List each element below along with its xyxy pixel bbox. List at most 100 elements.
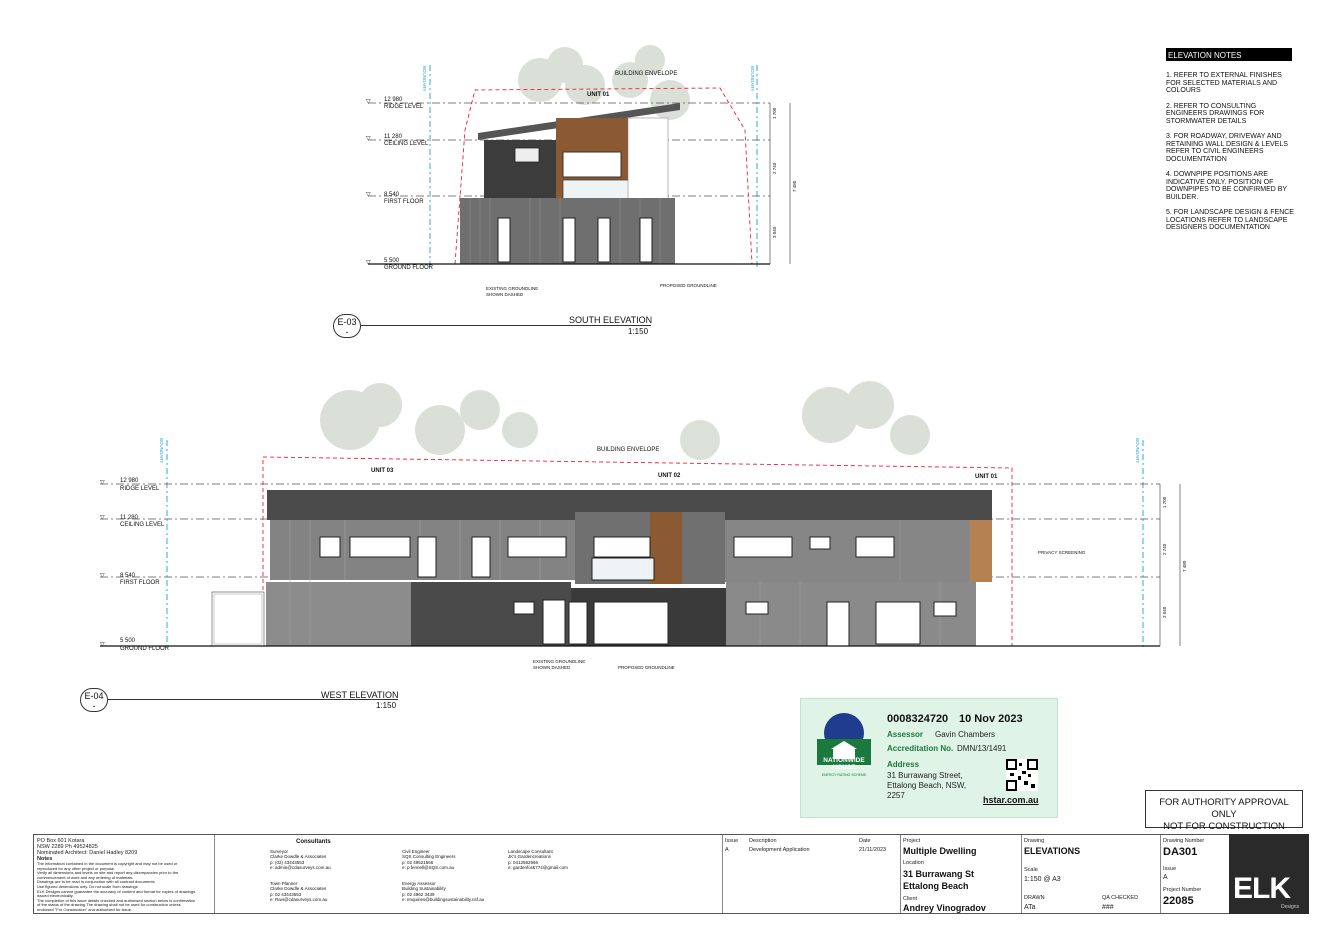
assessor-label: Assessor <box>887 730 924 739</box>
address-line: 2257 <box>887 791 905 800</box>
boundary-label: BOUNDARY <box>159 438 164 464</box>
consultant-role: Civil Engineer <box>402 849 430 854</box>
qa-value: ### <box>1102 904 1114 911</box>
consultant-email: e: enquiries@buildingsustainability.nsf.… <box>402 897 485 903</box>
consultant-phone: p: 02 43443553 <box>270 891 302 897</box>
note-line: ELK Designs cannot guarantee the accurac… <box>37 888 196 894</box>
note-line: Use figured dimensions only. Do not scal… <box>37 883 138 889</box>
level-marker-icon: ▽ <box>100 642 105 648</box>
dimension-label: 1 700 <box>772 107 777 119</box>
note-line: The information contained in the documen… <box>37 861 178 866</box>
dimension-label: 2 740 <box>772 162 777 174</box>
view-reference: E-04 - <box>80 688 108 712</box>
nathers-logo: NATIONWIDE HOUSE ENERGY RATING SCHEME <box>813 711 875 777</box>
consultant-name: SQS Consulting Engineers <box>402 854 456 860</box>
note-line: commencement of work and any ordering of… <box>37 874 134 880</box>
level-marker-icon: ▽ <box>100 480 105 486</box>
dimension-label: 3 040 <box>1162 606 1167 618</box>
issue-value: A <box>725 847 729 853</box>
issue2-value: A <box>1163 874 1168 881</box>
dimension-label: 2 740 <box>1162 543 1167 555</box>
proposed-groundline-label: PROPOSED GROUNDLINE <box>618 665 675 670</box>
elk-logo: ELK Designs <box>1229 834 1309 914</box>
nathers-certificate: NATIONWIDE HOUSE ENERGY RATING SCHEME 00… <box>800 698 1058 818</box>
proposed-groundline-label: PROPOSED GROUNDLINE <box>660 283 717 288</box>
drawing-number-value: DA301 <box>1163 846 1198 858</box>
view-sheet: - <box>92 701 96 711</box>
consultant-phone: p: 0412582966 <box>508 859 539 865</box>
note-item: 3. FOR ROADWAY, DRIVEWAY AND RETAINING W… <box>1166 133 1288 163</box>
consultant-email: e: p.fennell@SQS.com.au <box>402 865 455 871</box>
note-item: 1. REFER TO EXTERNAL FINISHES FOR SELECT… <box>1166 72 1282 94</box>
boundary-label: BOUNDARY <box>1135 438 1140 464</box>
consultant-email: e: admin@cdasurveys.com.au <box>270 865 331 871</box>
consultant-surveyor: Surveyor Clarke Dowdle & Associates p: (… <box>270 849 331 871</box>
level-value: 11 280 <box>384 134 402 140</box>
level-marker-icon: ▽ <box>366 260 371 266</box>
address-label: Address <box>887 760 920 769</box>
level-value: 12 980 <box>120 478 139 484</box>
assessor-value: Gavin Chambers <box>935 730 996 739</box>
notes-list: 1. REFER TO EXTERNAL FINISHES FOR SELECT… <box>1166 72 1296 240</box>
shown-dashed-label: SHOWN DASHED <box>486 292 524 297</box>
consultant-role: Landscape Consultant <box>508 849 553 854</box>
level-value: 5 500 <box>384 258 400 264</box>
project-value: Multiple Dwelling <box>903 846 977 856</box>
consultant-role: Energy Assessor <box>402 881 436 886</box>
view-scale: 1:150 <box>376 701 397 710</box>
consultant-name: Building Sustainability <box>402 886 446 892</box>
logo-subtext: Designs <box>1281 904 1300 910</box>
level-value: 12 980 <box>384 97 403 103</box>
level-name: GROUND FLOOR <box>384 265 434 271</box>
boundary-label: BOUNDARY <box>750 66 755 92</box>
consultant-energy: Energy Assessor Building Sustainability … <box>402 881 484 903</box>
project-label: Project <box>903 838 921 844</box>
certificate-date: 10 Nov 2023 <box>959 713 1023 725</box>
level-value: 11 280 <box>120 515 138 521</box>
project-number-value: 22085 <box>1163 895 1194 907</box>
consultant-role: Surveyor <box>270 849 289 854</box>
level-value: 5 500 <box>120 638 136 644</box>
existing-groundline-label: EXISTING GROUNDLINE <box>486 286 539 291</box>
scale-label: Scale <box>1024 867 1038 873</box>
view-scale: 1:150 <box>628 327 649 336</box>
consultant-name: Clarke Dowdle & Associates <box>270 854 327 860</box>
logo-text: NATIONWIDE HOUSE <box>823 757 865 771</box>
level-value: 8 540 <box>120 573 136 579</box>
view-title-line <box>361 325 651 326</box>
level-name: GROUND FLOOR <box>120 646 170 652</box>
architect-phone: NSW 2289 Ph 49524825 <box>37 844 98 850</box>
level-marker-icon: ▽ <box>366 192 371 198</box>
qa-label: QA CHECKED <box>1102 895 1139 901</box>
logo-subtext: ENERGY RATING SCHEME <box>821 773 867 777</box>
architect-address: PO Box 601 Kotara <box>37 838 85 844</box>
qr-code-icon <box>1006 759 1038 791</box>
architect-notes: The information contained in the documen… <box>37 861 212 913</box>
view-id: E-03 <box>337 317 357 327</box>
location-label: Location <box>903 860 924 866</box>
level-marker-icon: ▽ <box>366 99 371 105</box>
scale-value: 1:150 @ A3 <box>1024 876 1061 883</box>
consultant-civil: Civil Engineer SQS Consulting Engineers … <box>402 849 456 871</box>
note-line: endorsed "For Construction" and authoris… <box>37 906 133 912</box>
view-reference: E-03 - <box>333 314 361 338</box>
level-name: RIDGE LEVEL <box>120 486 160 492</box>
notes-heading: ELEVATION NOTES <box>1166 48 1292 61</box>
location-line-2: Ettalong Beach <box>903 881 969 891</box>
drawn-label: DRAWN <box>1024 895 1045 901</box>
drawing-value: ELEVATIONS <box>1024 846 1081 856</box>
note-line: issued electronically. <box>37 893 74 899</box>
consultant-landscape: Landscape Consultant JK's Gardencreation… <box>508 849 568 871</box>
hstar-link[interactable]: hstar.com.au <box>983 795 1039 805</box>
view-title-line <box>108 699 398 700</box>
envelope-label: BUILDING ENVELOPE <box>597 447 660 453</box>
level-name: FIRST FLOOR <box>120 580 160 586</box>
privacy-screening-label: PRIVACY SCREENING <box>1038 550 1086 555</box>
issue2-label: Issue <box>1163 866 1177 872</box>
note-line: reproduced for any other project or purp… <box>37 865 116 871</box>
level-name: RIDGE LEVEL <box>384 104 424 110</box>
architect-name: Nominated Architect: Daniel Hadley 8209 <box>37 850 138 856</box>
description-value: Development Application <box>749 847 810 853</box>
level-name: CEILING LEVEL <box>384 141 429 147</box>
